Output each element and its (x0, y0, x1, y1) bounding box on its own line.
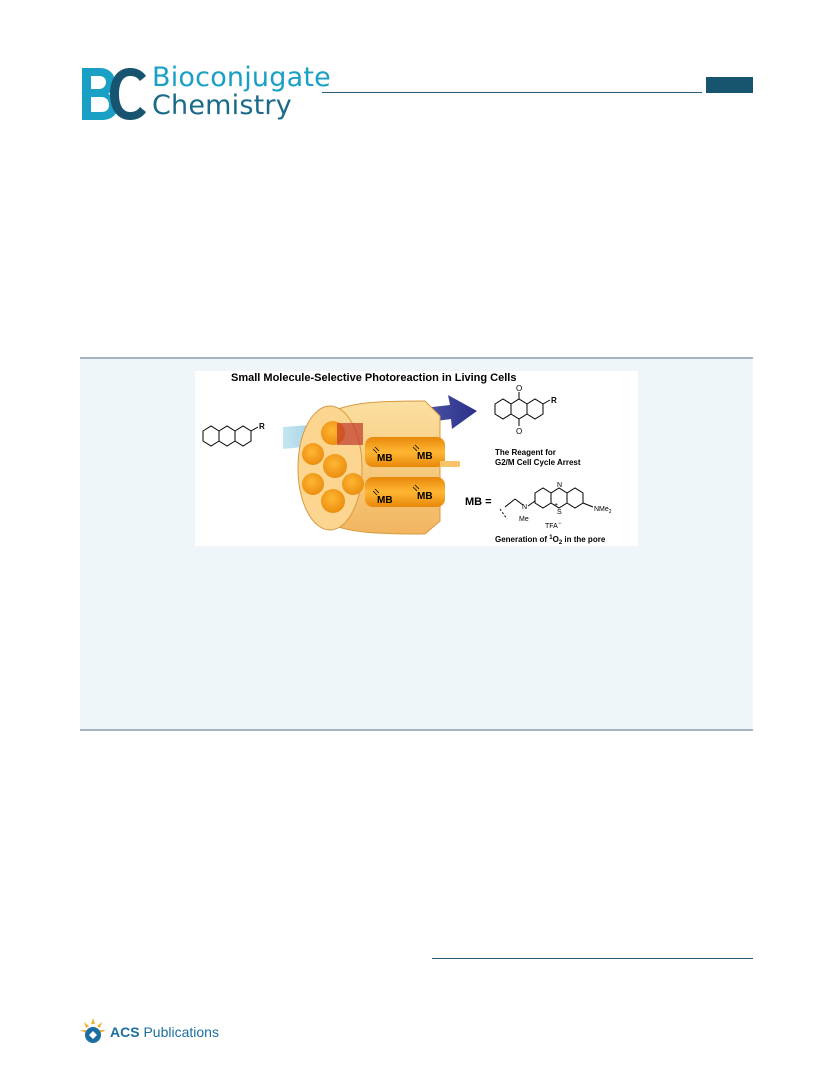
methylene-blue-structure (499, 487, 594, 520)
toc-title: Small Molecule-Selective Photoreaction i… (231, 372, 516, 384)
acs-label-bold: ACS (110, 1024, 140, 1040)
mb-nme2: NMe2 (594, 506, 612, 515)
product-caption-line1: The Reagent for (495, 448, 556, 457)
anthracene-structure (202, 425, 259, 447)
mb-caption-sup: 1 (549, 535, 553, 541)
acs-emblem-icon (80, 1018, 106, 1043)
acs-publications-logo: ACS Publications (80, 1018, 220, 1048)
mb-atom-n-amine: N (522, 504, 527, 511)
acs-label-rest: Publications (139, 1024, 219, 1040)
product-oxygen-top: O (516, 384, 522, 393)
toc-graphic-svg: Small Molecule-Selective Photoreaction i… (202, 372, 612, 546)
mb-counterion: TFA− (545, 521, 562, 530)
journal-logo: Bioconjugate Chemistry (80, 62, 331, 122)
mb-charge: + (554, 502, 558, 509)
product-caption-line2: G2/M Cell Cycle Arrest (495, 458, 581, 467)
header-rule (322, 92, 702, 93)
acs-publications-label: ACS Publications (110, 1024, 219, 1040)
mb-caption-post: in the pore (562, 535, 606, 544)
journal-name-line2: Chemistry (152, 90, 292, 121)
mb-definition: MB = (465, 496, 492, 508)
toc-graphic: Small Molecule-Selective Photoreaction i… (195, 371, 638, 546)
bc-logo-icon (82, 68, 146, 120)
pore-label-mb-3: MB (377, 495, 393, 506)
product-oxygen-bottom: O (516, 427, 522, 436)
product-substituent: R (551, 396, 557, 405)
mb-counterion-label: TFA (545, 523, 558, 530)
pore-label-mb-1: MB (377, 453, 393, 464)
mesoporous-particle (297, 400, 460, 535)
mb-nme2-base: NMe (594, 506, 609, 513)
pore-label-mb-2: MB (417, 451, 433, 462)
reactant-substituent: R (259, 422, 265, 431)
mb-caption-pre: Generation of (495, 535, 549, 544)
footer-rule (432, 958, 753, 959)
mb-nme2-subscript: 2 (609, 509, 612, 515)
mb-n-methyl: Me (519, 516, 529, 523)
header-tab (706, 77, 753, 93)
mb-caption: Generation of 1O2 in the pore (495, 535, 606, 546)
pore-label-mb-4: MB (417, 491, 433, 502)
mb-caption-sub: 2 (559, 540, 563, 546)
mb-counterion-charge: − (558, 521, 562, 527)
mb-caption-o: O (553, 535, 559, 544)
mb-atom-s: S (557, 509, 562, 516)
mb-atom-n-top: N (557, 482, 562, 489)
journal-name-line1: Bioconjugate (152, 62, 331, 93)
anthraquinone-structure (494, 392, 551, 426)
